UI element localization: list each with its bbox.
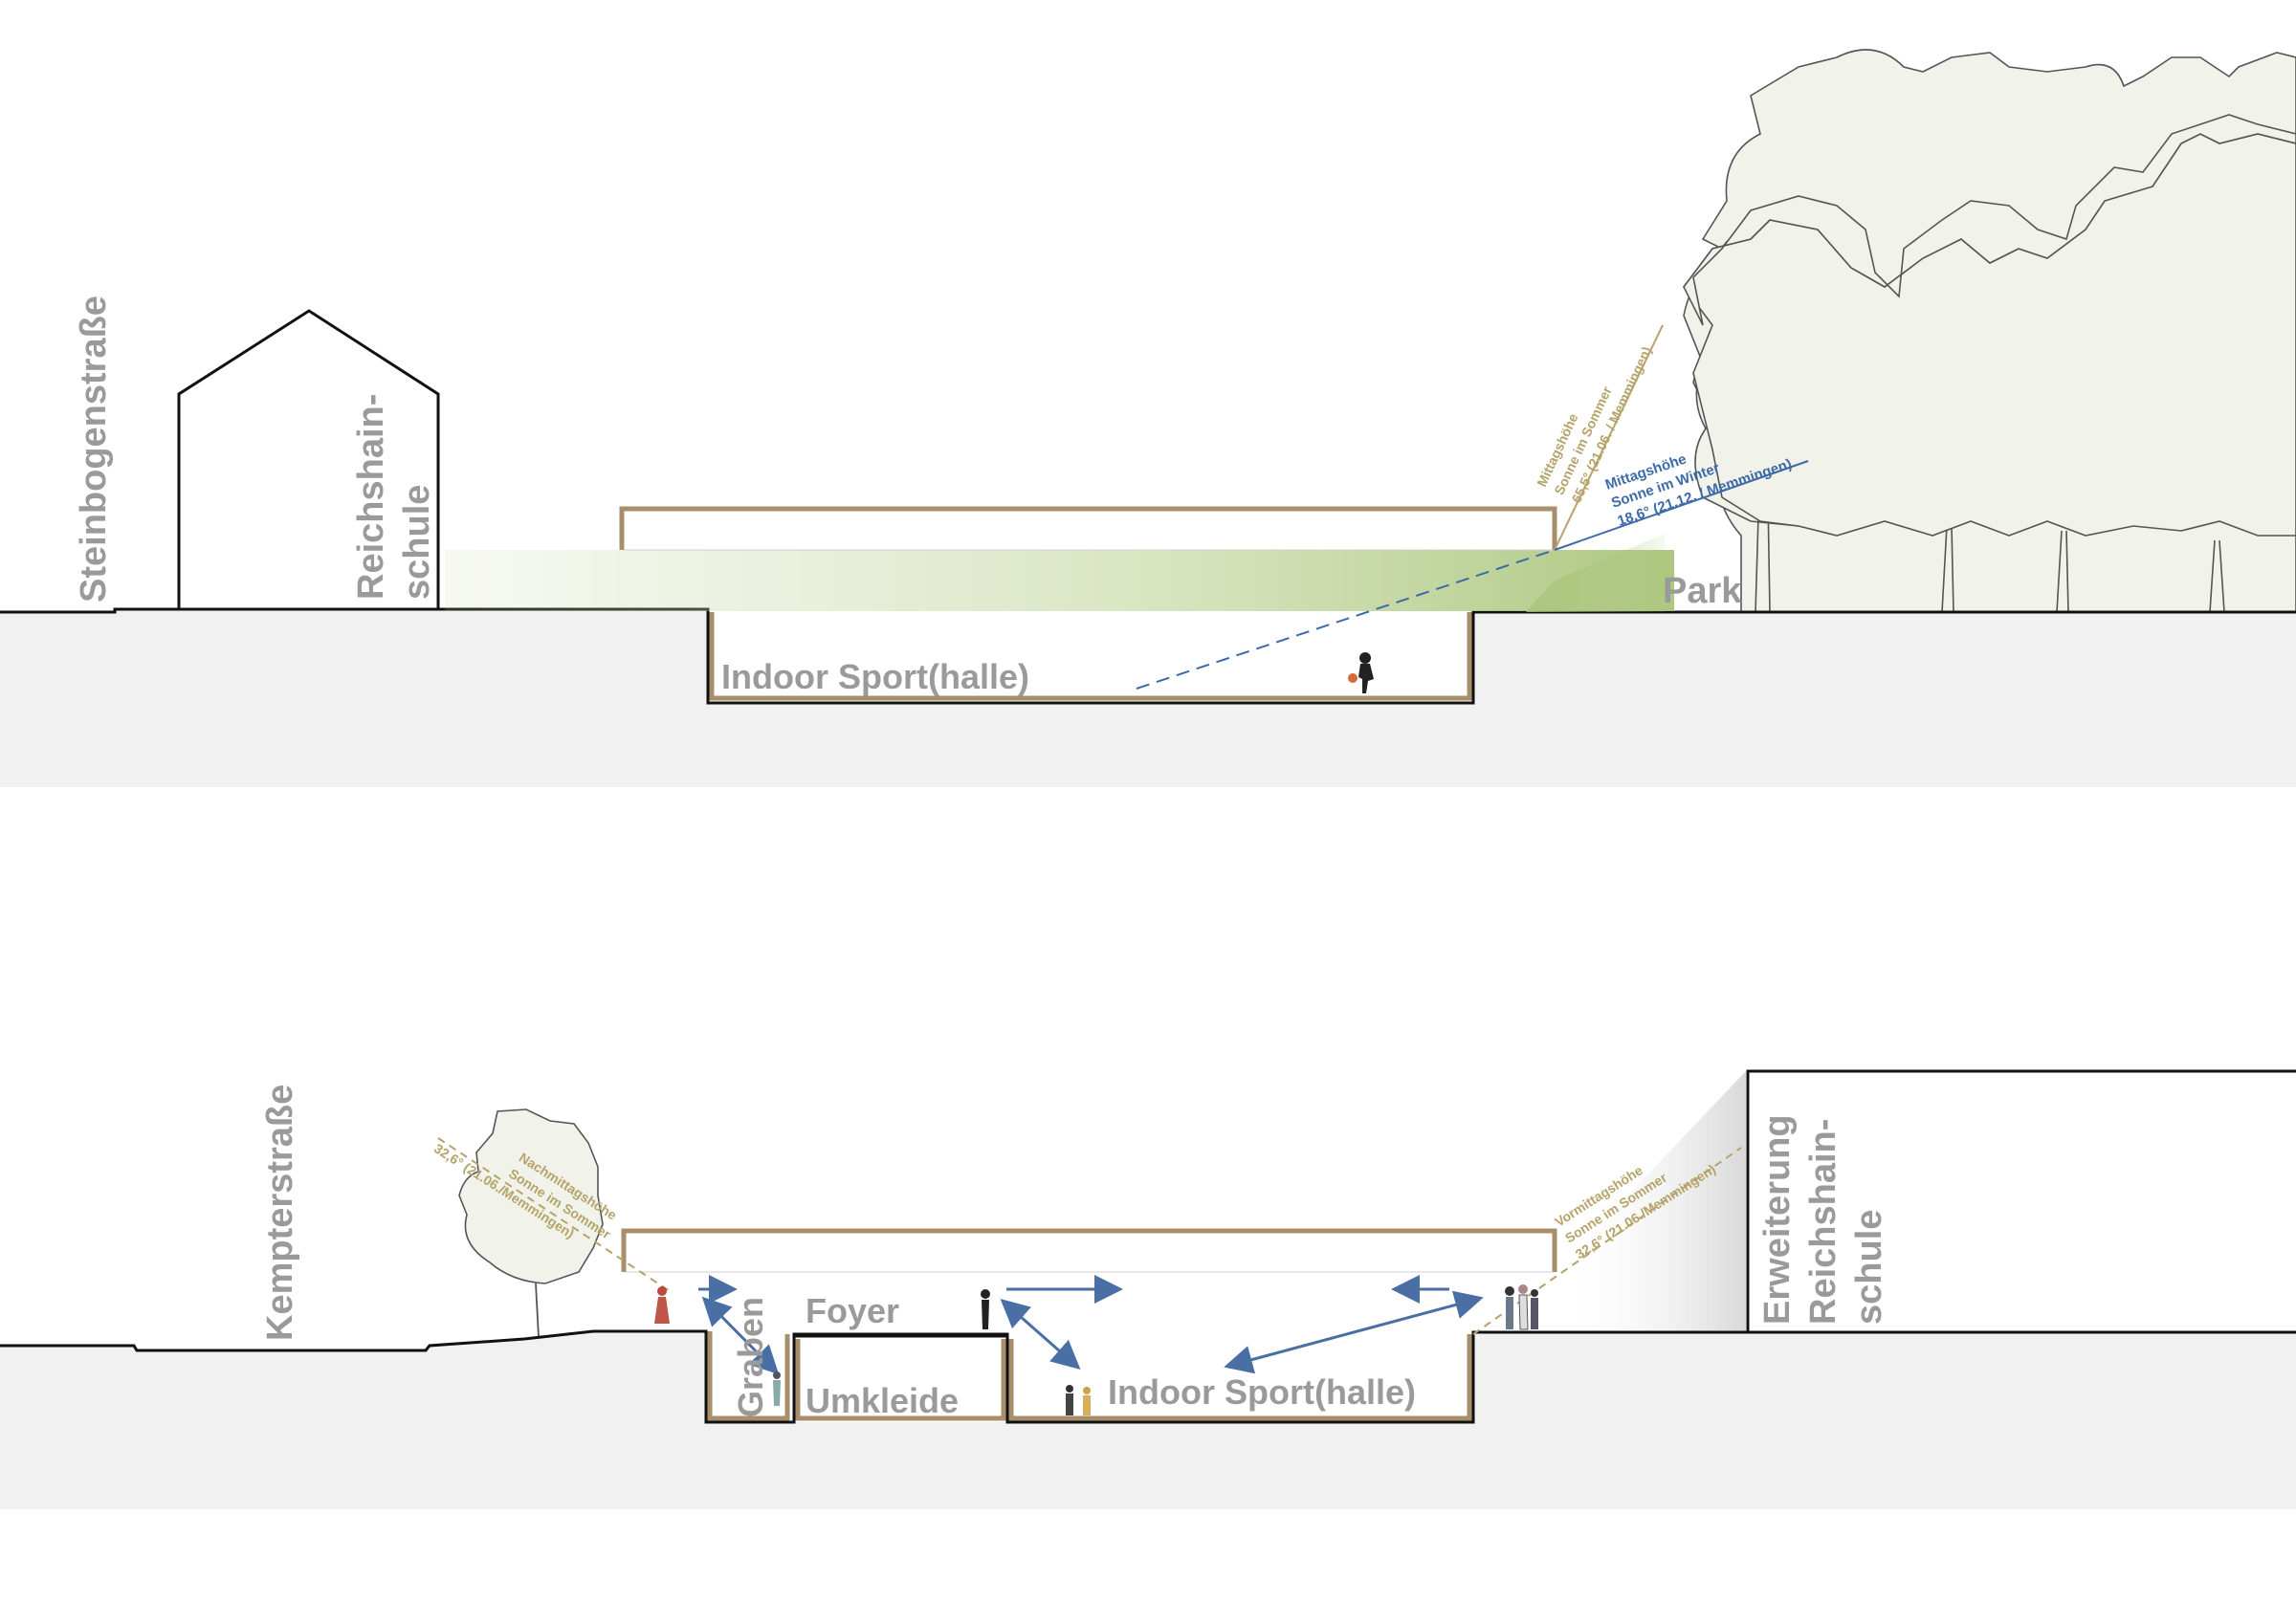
label-reichshain: Reichshain- (351, 394, 391, 600)
label-schule: schule (397, 485, 437, 600)
person-basketball-icon (1348, 652, 1374, 693)
label-foyer: Foyer (806, 1291, 899, 1330)
label-steinbogenstrasse: Steinbogenstraße (74, 296, 114, 603)
movement-arrows (698, 1275, 1484, 1375)
summer-sun-line (1554, 324, 1664, 551)
label-umkleide: Umkleide (806, 1381, 959, 1420)
person-kids-icon (1066, 1385, 1091, 1415)
person-graben-icon (773, 1371, 781, 1406)
person-foyer-icon (981, 1289, 990, 1329)
park-trees (1683, 49, 2296, 613)
label-reichshain-bottom: Reichshain- (1803, 1119, 1843, 1325)
left-tree (458, 1108, 604, 1338)
green-airflow (445, 550, 1674, 611)
label-graben: Graben (731, 1297, 770, 1417)
label-erweiterung: Erweiterung (1757, 1114, 1798, 1325)
graben-walls (707, 1331, 790, 1421)
person-woman-icon (654, 1286, 670, 1324)
bottom-hall-floor (1008, 1334, 1472, 1421)
umkleide-box (792, 1334, 1009, 1422)
bottom-ground (0, 1331, 2296, 1509)
top-hall-floor (709, 612, 1472, 701)
label-kempterstrasse: Kempterstraße (260, 1085, 300, 1341)
winter-sun-line (1554, 460, 1809, 551)
bottom-roof (621, 1228, 1557, 1272)
extension-building (1746, 1069, 2296, 1332)
label-schule-bottom: schule (1849, 1210, 1889, 1325)
morning-sun-line (1472, 1147, 1742, 1335)
house-reichshainschule (177, 309, 440, 610)
top-ground-line (0, 607, 2296, 705)
person-group-icon (1505, 1284, 1538, 1330)
label-top-hall: Indoor Sport(halle) (721, 657, 1029, 696)
bottom-section: Kempterstraße Graben Foyer Umkleide Indo… (0, 1069, 2296, 1509)
top-section: Steinbogenstraße Reichshain- schule Indo… (0, 49, 2296, 787)
afternoon-sun-line (437, 1137, 671, 1292)
people-icons (654, 1284, 1538, 1415)
winter-sun-dash (1136, 549, 1556, 690)
bottom-ground-line (0, 1329, 2296, 1424)
top-roof (619, 506, 1557, 550)
green-airflow-arrow (1526, 534, 1665, 612)
label-park: Park (1663, 571, 1742, 611)
umkleide-inner (795, 1339, 1006, 1421)
extension-shadow (1556, 1071, 1746, 1332)
top-ground (0, 609, 2296, 787)
label-bottom-hall: Indoor Sport(halle) (1108, 1372, 1416, 1412)
